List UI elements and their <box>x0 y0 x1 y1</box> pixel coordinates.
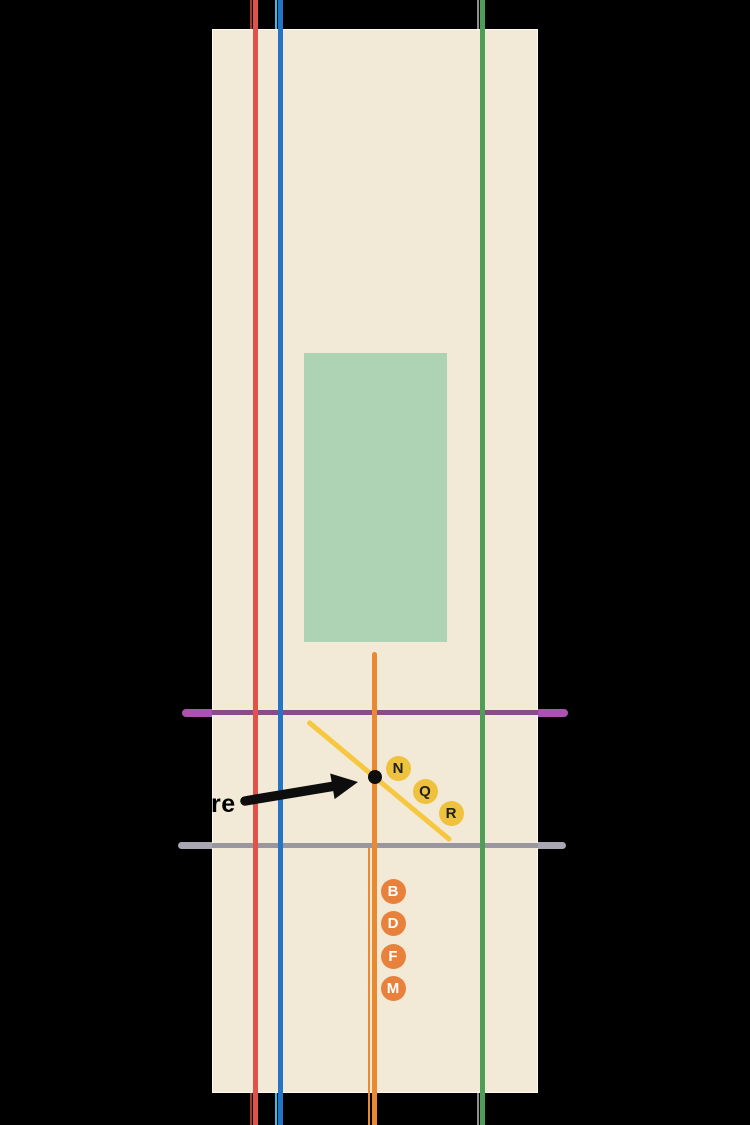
station-label-partial: re <box>211 790 236 818</box>
badge-letter: F <box>388 947 398 965</box>
badge-letter: D <box>387 914 399 932</box>
station-badge-q: Q <box>412 778 438 804</box>
green-transit-line <box>479 0 485 1125</box>
station-badge-b: B <box>380 878 406 904</box>
gray-line-left-stub <box>178 841 215 849</box>
station-badge-d: D <box>380 910 406 936</box>
purple-line-right-stub <box>534 708 568 717</box>
station-badge-r: R <box>438 800 464 826</box>
blue-transit-line <box>277 0 283 1125</box>
badge-letter: N <box>392 759 404 777</box>
station-dot <box>367 769 382 784</box>
badge-letter: R <box>445 804 457 822</box>
badge-letter: M <box>386 979 400 997</box>
orange-transit-line <box>371 652 377 1125</box>
badge-letter: B <box>387 882 399 900</box>
purple-line-left-stub <box>182 708 216 717</box>
park-area <box>304 353 447 642</box>
station-badge-m: M <box>380 975 406 1001</box>
gray-line-right-stub <box>534 841 566 849</box>
orange-transit-line-branch <box>368 848 370 1125</box>
red-transit-line <box>253 0 258 1125</box>
station-badge-f: F <box>380 943 406 969</box>
badge-letter: Q <box>419 782 431 800</box>
station-badge-n: N <box>385 755 411 781</box>
